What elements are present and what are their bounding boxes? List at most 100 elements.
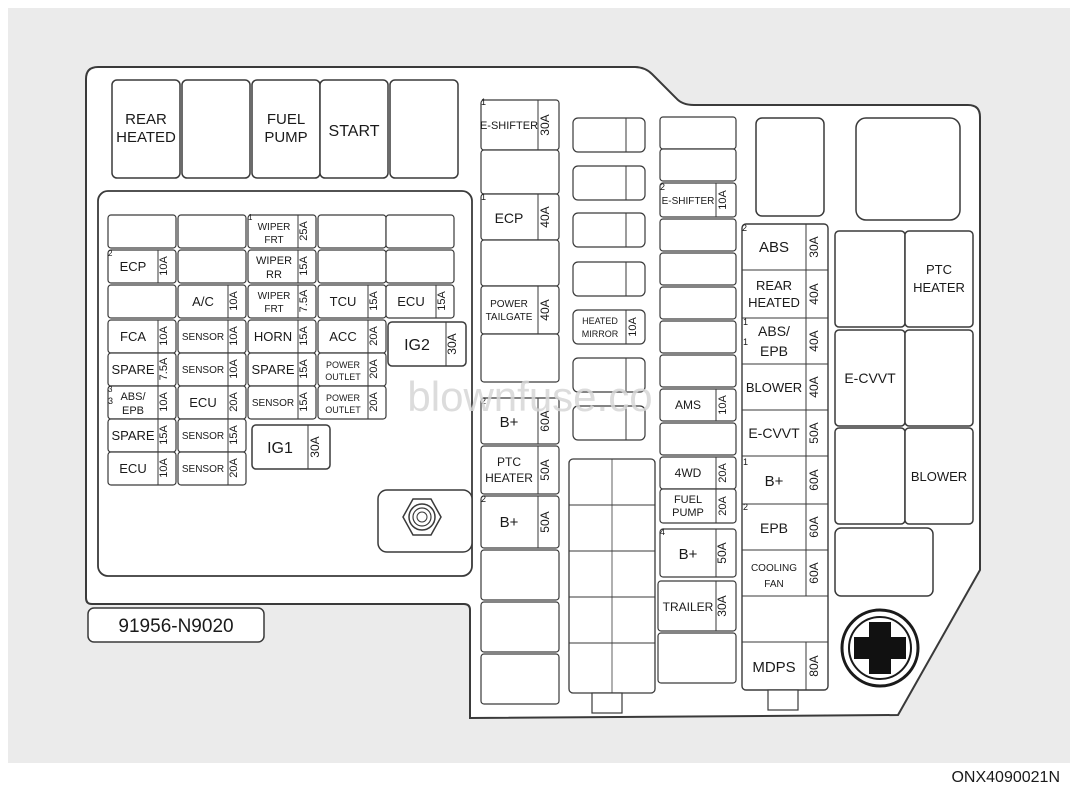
part-number: 91956-N9020 bbox=[118, 616, 233, 637]
relay-blower bbox=[904, 427, 974, 525]
fuse-ac-10a bbox=[177, 284, 247, 319]
svg-text:40A: 40A bbox=[807, 376, 821, 397]
svg-text:FRT: FRT bbox=[264, 235, 283, 246]
svg-text:B+: B+ bbox=[500, 414, 519, 431]
svg-text:E-SHIFTER: E-SHIFTER bbox=[480, 120, 538, 132]
svg-text:25A: 25A bbox=[298, 221, 310, 241]
svg-text:2: 2 bbox=[481, 494, 486, 504]
svg-text:EPB: EPB bbox=[122, 405, 144, 417]
relay-start-label: START bbox=[329, 123, 380, 140]
svg-text:15A: 15A bbox=[298, 392, 310, 412]
svg-text:HEATER: HEATER bbox=[485, 471, 533, 485]
svg-text:10A: 10A bbox=[158, 256, 170, 276]
svg-text:1: 1 bbox=[743, 337, 748, 347]
fuse-sensor-20a bbox=[177, 451, 247, 486]
svg-text:40A: 40A bbox=[538, 299, 552, 320]
svg-text:ABS: ABS bbox=[759, 239, 789, 256]
svg-text:ECU: ECU bbox=[189, 395, 216, 410]
fuse-wiper-rr-15a bbox=[247, 249, 317, 284]
svg-text:15A: 15A bbox=[368, 291, 380, 311]
svg-text:B+: B+ bbox=[500, 514, 519, 531]
fuse-e-shifter-10a bbox=[659, 182, 737, 218]
svg-text:10A: 10A bbox=[228, 291, 240, 311]
watermark: blownfuse.co bbox=[407, 373, 652, 420]
svg-text:SENSOR: SENSOR bbox=[182, 431, 224, 442]
svg-text:MIRROR: MIRROR bbox=[582, 329, 619, 339]
center-left-column: HEATED MIRROR 10A bbox=[568, 117, 656, 714]
relay-start bbox=[319, 79, 389, 179]
right-relays: PTC HEATER E-CVVT BLOWER bbox=[834, 117, 974, 597]
svg-text:20A: 20A bbox=[717, 496, 729, 516]
svg-text:10A: 10A bbox=[158, 392, 170, 412]
fuse-ecu-10a bbox=[107, 451, 177, 486]
svg-text:EPB: EPB bbox=[760, 343, 788, 359]
svg-text:SENSOR: SENSOR bbox=[182, 365, 224, 376]
svg-text:OUTLET: OUTLET bbox=[325, 405, 361, 415]
relay-ptc-heater bbox=[904, 230, 974, 328]
image-code: ONX4090021N bbox=[951, 769, 1060, 786]
svg-text:10A: 10A bbox=[717, 395, 729, 415]
relay-rear-heated-label-2: HEATED bbox=[116, 129, 176, 146]
svg-text:2: 2 bbox=[742, 223, 747, 233]
svg-text:ECU: ECU bbox=[119, 461, 146, 476]
bolt-icon bbox=[377, 489, 473, 553]
fuse-power-outlet-20a bbox=[317, 385, 387, 420]
svg-text:15A: 15A bbox=[298, 326, 310, 346]
svg-text:50A: 50A bbox=[715, 542, 729, 563]
svg-text:80A: 80A bbox=[807, 655, 821, 676]
svg-text:PUMP: PUMP bbox=[672, 507, 704, 519]
svg-text:15A: 15A bbox=[436, 291, 448, 311]
fuse-ecp-10a bbox=[107, 249, 177, 284]
relay-fuel-pump-label-2: PUMP bbox=[264, 129, 307, 146]
svg-text:10A: 10A bbox=[228, 326, 240, 346]
svg-text:15A: 15A bbox=[158, 425, 170, 445]
svg-text:2: 2 bbox=[481, 396, 486, 406]
svg-text:15A: 15A bbox=[228, 425, 240, 445]
svg-text:60A: 60A bbox=[538, 410, 552, 431]
svg-text:3: 3 bbox=[108, 396, 113, 406]
fuse-wiper-frt-25a bbox=[247, 214, 317, 249]
top-relays: REAR HEATED FUEL PUMP START bbox=[111, 79, 459, 179]
svg-text:EPB: EPB bbox=[760, 520, 788, 536]
svg-text:2: 2 bbox=[108, 249, 113, 258]
svg-text:OUTLET: OUTLET bbox=[325, 372, 361, 382]
svg-text:HORN: HORN bbox=[254, 329, 292, 344]
svg-text:RR: RR bbox=[266, 269, 282, 281]
relay-empty bbox=[389, 79, 459, 179]
svg-text:1: 1 bbox=[743, 457, 748, 467]
fuse-wiper-frt-7-5a bbox=[247, 284, 317, 319]
svg-text:20A: 20A bbox=[368, 392, 380, 412]
svg-text:60A: 60A bbox=[807, 469, 821, 490]
svg-text:BLOWER: BLOWER bbox=[911, 469, 967, 484]
svg-text:HEATER: HEATER bbox=[913, 280, 965, 295]
svg-text:PTC: PTC bbox=[926, 262, 952, 277]
svg-text:60A: 60A bbox=[807, 562, 821, 583]
svg-text:POWER: POWER bbox=[326, 393, 361, 403]
center-right-column: E-SHIFTER 10A AMS 10A 4WD 20A FUEL PUMP … bbox=[657, 116, 737, 684]
svg-text:40A: 40A bbox=[807, 283, 821, 304]
svg-text:COOLING: COOLING bbox=[751, 563, 797, 574]
svg-text:7.5A: 7.5A bbox=[158, 357, 170, 380]
svg-text:1: 1 bbox=[481, 192, 486, 202]
svg-text:HEATED: HEATED bbox=[748, 295, 800, 310]
svg-text:E-SHIFTER: E-SHIFTER bbox=[662, 196, 715, 207]
fuse-b-plus-60a bbox=[480, 397, 560, 445]
relay-rear-heated bbox=[111, 79, 181, 179]
svg-text:10A: 10A bbox=[717, 190, 729, 210]
svg-text:FAN: FAN bbox=[764, 579, 783, 590]
svg-text:SPARE: SPARE bbox=[111, 428, 154, 443]
fuse-b-plus-50a bbox=[659, 528, 737, 578]
svg-text:30A: 30A bbox=[807, 236, 821, 257]
svg-text:10A: 10A bbox=[158, 458, 170, 478]
svg-text:E-CVVT: E-CVVT bbox=[748, 425, 800, 441]
svg-text:WIPER: WIPER bbox=[256, 255, 292, 267]
svg-text:15A: 15A bbox=[298, 359, 310, 379]
svg-text:PTC: PTC bbox=[497, 455, 521, 469]
middle-column: E-SHIFTER 30A ECP 40A POWER TAILGATE 40A… bbox=[480, 97, 560, 705]
svg-text:50A: 50A bbox=[538, 511, 552, 532]
svg-text:E-CVVT: E-CVVT bbox=[844, 370, 896, 386]
svg-text:30A: 30A bbox=[308, 436, 322, 457]
svg-text:2: 2 bbox=[660, 182, 665, 192]
